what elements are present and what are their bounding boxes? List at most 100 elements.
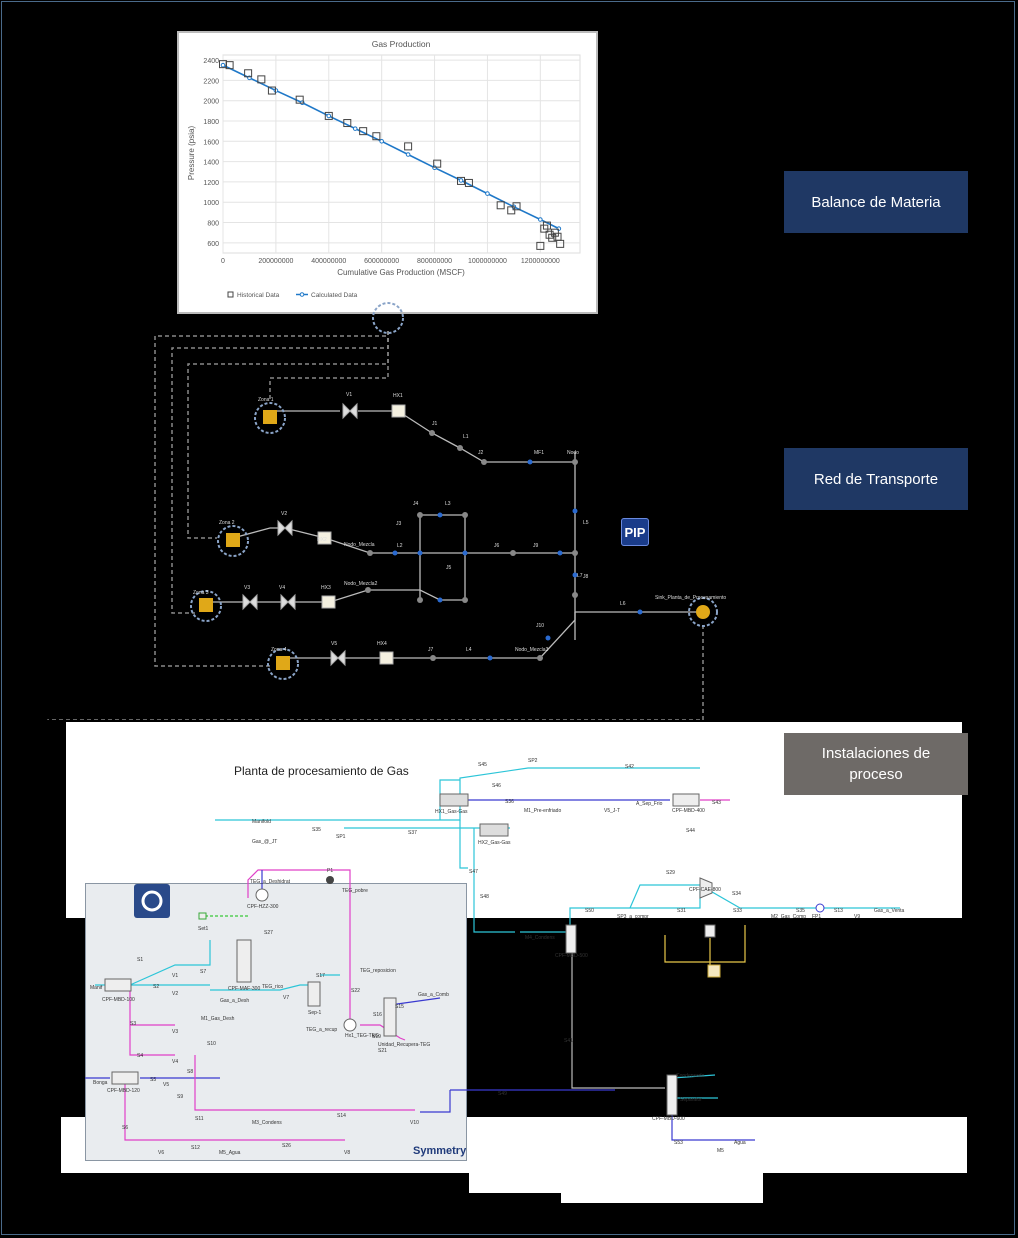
label-s2: S2	[153, 984, 159, 990]
historical-point	[512, 202, 521, 211]
label-v2: V2	[172, 991, 178, 997]
x-tick-label: 400000000	[311, 258, 346, 265]
network-valves	[242, 402, 358, 667]
label-hx1-gas: HX1_Gas-Gas	[435, 809, 468, 815]
y-tick-label: 600	[207, 241, 219, 248]
label-sep-1: Sep-1	[308, 1010, 322, 1016]
symmetry-logo-icon	[134, 884, 170, 918]
label-s3: S3	[130, 1021, 136, 1027]
label-s33: S33	[733, 908, 742, 914]
equip-pump	[707, 964, 721, 978]
historical-point	[464, 178, 473, 187]
junction-n23	[462, 550, 468, 556]
equip-cpf-mbd-600	[666, 1074, 678, 1116]
symmetry-logo-ring	[141, 890, 163, 912]
equip-cpf-mbd-100	[104, 978, 132, 992]
network-dashed-links	[47, 331, 704, 720]
label-s13: S13	[834, 908, 843, 914]
historical-point	[548, 233, 557, 242]
label-s49: S49	[498, 1091, 507, 1097]
stream-agua	[671, 1115, 755, 1141]
label-s11: S11	[195, 1116, 204, 1122]
network-node-labels: Zona 1 V1 HX1 J1 L1 J2 MF1 Nodo Zona 2 V…	[193, 392, 726, 653]
x-tick-label: 0	[221, 258, 225, 265]
symmetry-subflowsheet	[85, 883, 467, 1161]
equip-cpf-maf-300	[236, 939, 252, 983]
chart-y-axis-label: Pressure (psia)	[187, 126, 196, 181]
label-mbd-120: CPF-MBD-120	[107, 1088, 140, 1094]
stream-manifold-top	[215, 767, 700, 821]
stream-agua-line	[124, 1078, 345, 1141]
label-agua: Agua	[734, 1140, 746, 1146]
historical-point	[404, 142, 413, 151]
label-hx3: HX3	[321, 585, 331, 591]
label-zone4: Zona 4	[271, 647, 287, 653]
label-j1: J1	[432, 421, 438, 427]
chart-link-ring	[372, 302, 404, 334]
junction-n26	[572, 572, 578, 578]
label-s1: S1	[137, 957, 143, 963]
label-l6: L6	[620, 601, 626, 607]
label-j10: J10	[536, 623, 544, 629]
label-s5: S5	[150, 1077, 156, 1083]
label-v10: V10	[410, 1120, 419, 1126]
label-m4-condens: M4_Condens	[525, 935, 555, 941]
calculated-line	[222, 64, 560, 230]
stream-gas-comb	[389, 997, 441, 1006]
label-v3: V3	[172, 1029, 178, 1035]
heater-hx2	[317, 531, 332, 545]
label-gas-comb: Gas_a_Comb	[418, 992, 449, 998]
label-hx2: HX2	[317, 537, 327, 543]
stream-condensate-loop	[664, 925, 746, 963]
junction-n31	[557, 550, 563, 556]
y-tick-label: 800	[207, 221, 219, 228]
junction-n21	[365, 587, 371, 593]
stream-s47	[459, 820, 468, 869]
calculated-point	[352, 126, 358, 131]
label-s26: S26	[282, 1143, 291, 1149]
label-s34: S34	[732, 891, 741, 897]
historical-point	[267, 86, 276, 95]
label-j5: J5	[446, 565, 452, 571]
label-l2: L2	[397, 543, 403, 549]
historical-point	[556, 239, 565, 248]
equip-p1	[326, 876, 334, 884]
junction-n7	[527, 459, 533, 465]
stream-s41	[571, 945, 665, 1089]
historical-point	[457, 176, 465, 185]
junction-n35	[417, 597, 423, 603]
label-s29: S29	[666, 870, 675, 876]
heater-hx4	[379, 651, 394, 665]
x-tick-label: 1000000000	[468, 258, 507, 265]
junction-n28	[572, 592, 578, 598]
process-label-line2: proceso	[849, 766, 903, 783]
equip-cpf-hzz-300	[255, 888, 269, 902]
historical-point	[343, 119, 352, 128]
y-tick-label: 2000	[203, 99, 219, 106]
y-tick-label: 1000	[203, 200, 219, 207]
junction-n34	[572, 508, 578, 514]
stream-manif	[95, 940, 211, 986]
label-j7: J7	[428, 647, 434, 653]
label-s22: S22	[351, 988, 360, 994]
label-fp1: FP1	[812, 914, 821, 920]
x-tick-label: 1200000000	[521, 258, 560, 265]
valve-v5	[330, 649, 346, 667]
label-l5: L5	[583, 520, 589, 526]
y-tick-label: 2400	[203, 58, 219, 65]
y-tick-label: 1200	[203, 180, 219, 187]
label-recupera: Unidad_Recupera-TEG	[378, 1042, 430, 1048]
heater-hx3	[321, 595, 336, 609]
label-hzz-300: CPF-HZZ-300	[247, 904, 279, 910]
label-v9: V9	[854, 914, 860, 920]
label-l7: L7	[577, 573, 583, 579]
label-s43: S43	[712, 800, 721, 806]
label-s35: S35	[312, 827, 321, 833]
process-equipment	[104, 793, 825, 1116]
label-gas-a-desh: Gas_a_Desh	[220, 998, 249, 1004]
junction-n13	[392, 550, 398, 556]
dashed-link-zone4	[154, 331, 389, 667]
label-s17: S17	[316, 973, 325, 979]
label-s42: S42	[625, 764, 634, 770]
